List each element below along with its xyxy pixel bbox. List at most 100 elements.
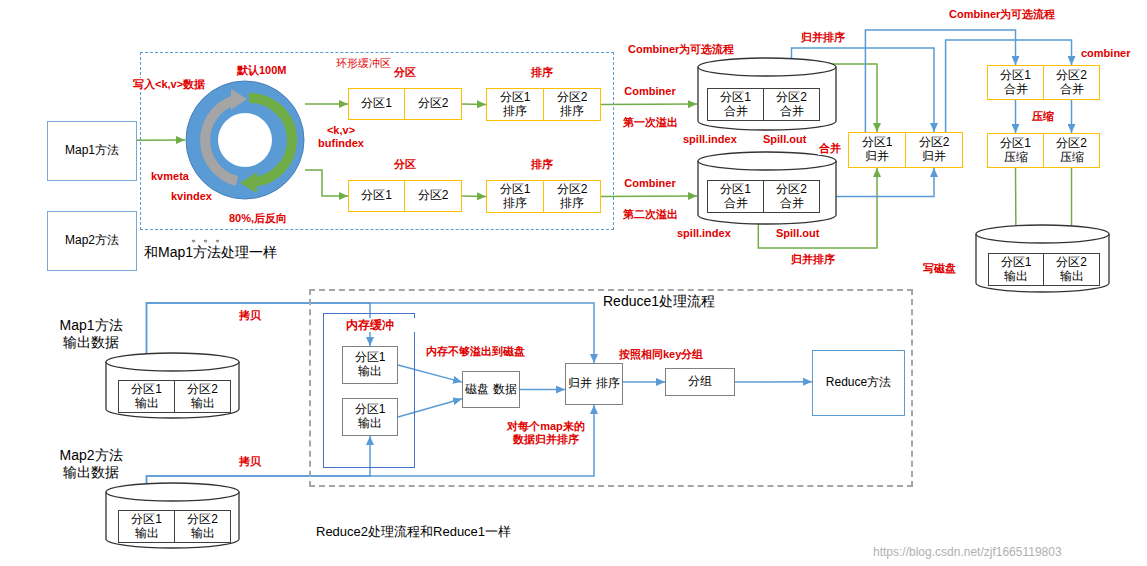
spill-disk: spill.indexSpill.out分区1 合并分区2 合并: [697, 58, 837, 130]
edge-label: Combiner: [623, 85, 676, 98]
ring-buffer-graphic: [185, 80, 305, 200]
sort-box: 分区2 排序: [543, 180, 601, 213]
connector: [820, 168, 934, 197]
annotation: 写入<k,v>数据: [132, 78, 206, 91]
node-text: 分区2 排序: [546, 183, 598, 211]
node-text: Map1方法: [65, 144, 119, 158]
annotation: combiner: [1080, 47, 1132, 60]
node-text: 分区2 排序: [546, 91, 598, 119]
node-text: 分区2 归并: [908, 136, 960, 164]
connector: [735, 381, 812, 383]
node-text: 分区1: [361, 97, 392, 111]
node-text: 分区1 合并: [710, 183, 761, 211]
annotation: 归并排序: [790, 253, 836, 266]
node-heading: kvindex: [170, 190, 213, 203]
node-text: 归并 排序: [568, 377, 619, 391]
node-text: 分区1 合并: [710, 91, 761, 119]
connector: [305, 103, 348, 105]
compress-box: 分区2 压缩: [1043, 133, 1100, 168]
node-text: 分区1 压缩: [990, 137, 1041, 165]
node-text: 分区2 输出: [1046, 256, 1097, 284]
connector: [398, 399, 462, 417]
connector: [601, 195, 697, 197]
node-text: 分区1 排序: [489, 91, 541, 119]
annotation: 。。。: [190, 230, 228, 244]
combine-box: 分区2 合并: [1043, 65, 1100, 100]
connector: [1015, 100, 1017, 133]
merge-sort-box: 归并 排序: [565, 363, 623, 405]
connector: [520, 389, 565, 391]
node-text: 分区2 输出: [177, 383, 228, 411]
output-cell: 分区2 输出: [174, 510, 231, 543]
merge-cell: 分区2 合并: [763, 88, 820, 121]
watermark: https://blog.csdn.net/zjf1665119803: [872, 545, 1063, 559]
node-text: 分区2 合并: [766, 183, 817, 211]
annotation: 按照相同key分组: [618, 348, 704, 361]
annotation: Reduce2处理流程和Reduce1一样: [315, 524, 512, 540]
annotation: 对每个map来的 数据归并排序: [500, 420, 592, 446]
ring-buffer-circle: <k,v> bufindexkvmetakvindex: [185, 80, 305, 200]
output-cell: 分区2 输出: [1043, 253, 1100, 286]
annotation: 归并排序: [800, 31, 846, 44]
merge-cell: 分区1 合并: [707, 180, 764, 213]
compress-box: 分区1 压缩: [987, 133, 1044, 168]
map-output-disk: Map2方法 输出数据分区1 输出分区2 输出: [105, 483, 240, 548]
merge-cell: 分区1 合并: [707, 88, 764, 121]
map-output-disk: Map1方法 输出数据分区1 输出分区2 输出: [105, 353, 240, 418]
partition-box: 分区2: [404, 88, 462, 120]
node-heading: Spill.out: [762, 133, 807, 146]
annotation: Combiner为可选流程: [627, 43, 735, 56]
sort-box: 分区2 排序: [543, 88, 601, 121]
node-heading: Map2方法 输出数据: [40, 447, 142, 481]
node-heading: Map1方法 输出数据: [40, 317, 142, 351]
partition-box: 分区2: [404, 180, 462, 212]
node-heading: spill.index: [676, 227, 732, 240]
edge-label: Combiner: [623, 177, 676, 190]
annotation: 压缩: [1031, 110, 1055, 123]
node-text: 分组: [688, 375, 712, 389]
annotation: 默认100M: [236, 64, 288, 77]
connector: [305, 170, 348, 196]
annotation: Combiner为可选流程: [948, 8, 1056, 21]
edge-label: 拷贝: [238, 455, 262, 468]
partition-box: 分区1: [348, 180, 405, 212]
output-cell: 分区1 输出: [988, 253, 1044, 286]
map-box: Map2方法: [47, 211, 137, 271]
node-heading: 环形缓冲区: [335, 57, 392, 70]
node-text: 分区1 输出: [991, 256, 1041, 284]
annotation: 排序: [530, 158, 554, 171]
annotation: 分区: [393, 158, 417, 171]
node-text: 磁盘 数据: [465, 383, 516, 397]
reduce-box: Reduce方法: [812, 350, 905, 416]
node-text: Reduce方法: [826, 376, 891, 390]
node-text: 分区1 输出: [121, 513, 172, 541]
node-heading: <k,v> bufindex: [314, 124, 368, 150]
node-text: 分区1 输出: [345, 351, 395, 379]
annotation: 第二次溢出: [622, 208, 679, 221]
annotation: 内存不够溢出到磁盘: [425, 345, 526, 358]
node-heading: spill.index: [682, 133, 738, 146]
merge-sort-box: 分区1 归并: [848, 132, 906, 168]
sort-box: 分区1 排序: [486, 88, 544, 121]
connector: [462, 195, 486, 197]
output-disk: 写磁盘分区1 输出分区2 输出: [975, 225, 1110, 292]
merge-sort-box: 分区2 归并: [905, 132, 963, 168]
connector: [1071, 100, 1073, 133]
node-text: 分区2 合并: [766, 91, 817, 119]
connector: [398, 365, 462, 382]
sort-box: 分区1 排序: [486, 180, 544, 213]
disk-data-box: 磁盘 数据: [462, 371, 520, 408]
connector: [623, 381, 665, 383]
memory-buffer: 内存缓冲分区1 输出分区1 输出: [323, 313, 415, 468]
output-cell: 分区2 输出: [174, 380, 231, 413]
node-heading: Reduce1处理流程: [602, 293, 716, 310]
node-text: 分区2 压缩: [1046, 137, 1097, 165]
merge-cell: 分区2 合并: [763, 180, 820, 213]
spill-disk: spill.indexSpill.out分区1 合并分区2 合并: [697, 152, 837, 224]
group-box: 分组: [665, 368, 735, 396]
node-text: 分区1: [361, 189, 392, 203]
annotation: 和Map1方法处理一样: [143, 244, 278, 261]
node-text: 分区2 合并: [1046, 69, 1097, 97]
edge-label: 拷贝: [238, 309, 262, 322]
